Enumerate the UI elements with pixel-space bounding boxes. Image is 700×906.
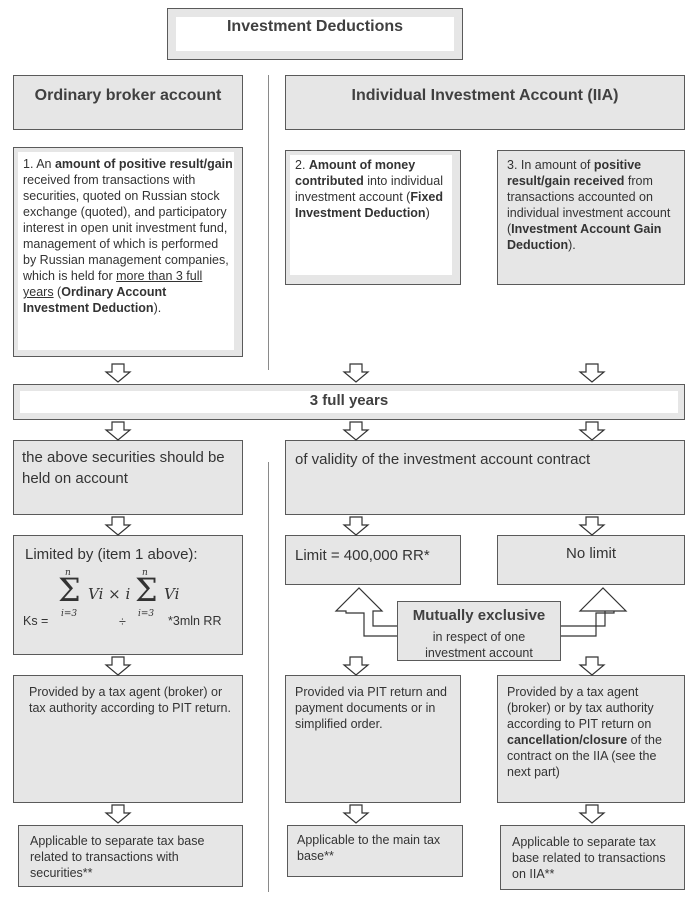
title-box: Investment Deductions [167,8,463,60]
formula-upper-2: n [142,568,148,578]
period-bar: 3 full years [13,384,685,420]
deduction-2-box: 2. Amount of money contributed into indi… [285,150,461,285]
limit-right-text: No limit [565,545,616,562]
provision-middle-text: Provided via PIT return and payment docu… [295,685,447,731]
limit-middle-box: Limit = 400,000 RR* [285,535,461,585]
provision-left-box: Provided by a tax agent (broker) or tax … [13,675,243,803]
ordinary-account-header: Ordinary broker account [13,75,243,130]
up-arrow-left-icon [334,587,399,637]
column-divider-top [268,75,269,370]
applicable-right-box: Applicable to separate tax base related … [500,825,685,890]
down-arrow-icon [105,656,131,676]
formula-term-2: Vi [164,585,180,603]
deduction-1-text: 1. An amount of positive result/gain rec… [23,157,233,315]
holding-right-box: of validity of the investment account co… [285,440,685,515]
sigma-icon-1: Σ [58,571,81,609]
holding-right-text: of validity of the investment account co… [295,451,591,468]
down-arrow-icon [343,421,369,441]
formula-divide: ÷ [119,615,126,629]
sigma-icon-2: Σ [135,571,158,609]
formula-multiplier: *3mln RR [168,614,222,628]
limit-middle-text: Limit = 400,000 RR* [295,547,430,564]
mutually-exclusive-title: Mutually exclusive [412,607,546,624]
down-arrow-icon [343,516,369,536]
deduction-1-box: 1. An amount of positive result/gain rec… [13,147,243,357]
down-arrow-icon [105,804,131,824]
down-arrow-icon [579,656,605,676]
provision-middle-box: Provided via PIT return and payment docu… [285,675,461,803]
applicable-middle-box: Applicable to the main tax base** [287,825,463,877]
down-arrow-icon [343,656,369,676]
mutually-exclusive-box: Mutually exclusive in respect of one inv… [397,601,561,661]
down-arrow-icon [105,516,131,536]
formula-ks: Ks = [23,614,49,628]
page-title: Investment Deductions [226,18,404,35]
down-arrow-icon [343,363,369,383]
applicable-left-box: Applicable to separate tax base related … [18,825,243,887]
down-arrow-icon [105,421,131,441]
applicable-middle-text: Applicable to the main tax base** [297,833,441,863]
down-arrow-icon [343,804,369,824]
down-arrow-icon [105,363,131,383]
limit-left-label: Limited by (item 1 above): [25,546,198,563]
up-arrow-right-icon [559,587,628,637]
down-arrow-icon [579,421,605,441]
column-divider-bottom [268,462,269,892]
mutually-exclusive-subtitle: in respect of one investment account [425,630,533,660]
formula-term-1: Vi × i [88,585,131,603]
formula-upper-1: n [65,568,71,578]
deduction-3-text: 3. In amount of positive result/gain rec… [507,158,671,252]
formula-lower-2: i=3 [138,609,155,619]
deduction-3-box: 3. In amount of positive result/gain rec… [497,150,685,285]
provision-left-text: Provided by a tax agent (broker) or tax … [29,685,231,715]
deduction-2-text: 2. Amount of money contributed into indi… [295,158,443,220]
period-label: 3 full years [309,392,389,409]
applicable-left-text: Applicable to separate tax base related … [30,834,205,880]
down-arrow-icon [579,363,605,383]
holding-left-box: the above securities should be held on a… [13,440,243,515]
provision-right-box: Provided by a tax agent (broker) or by t… [497,675,685,803]
iia-header: Individual Investment Account (IIA) [285,75,685,130]
formula-lower-1: i=3 [61,609,78,619]
limit-left-box: Limited by (item 1 above): Ks = n Σ i=3 … [13,535,243,655]
applicable-right-text: Applicable to separate tax base related … [512,835,666,881]
holding-left-text: the above securities should be held on a… [22,449,225,487]
provision-right-text: Provided by a tax agent (broker) or by t… [507,685,662,779]
down-arrow-icon [579,516,605,536]
down-arrow-icon [579,804,605,824]
limit-right-box: No limit [497,535,685,585]
